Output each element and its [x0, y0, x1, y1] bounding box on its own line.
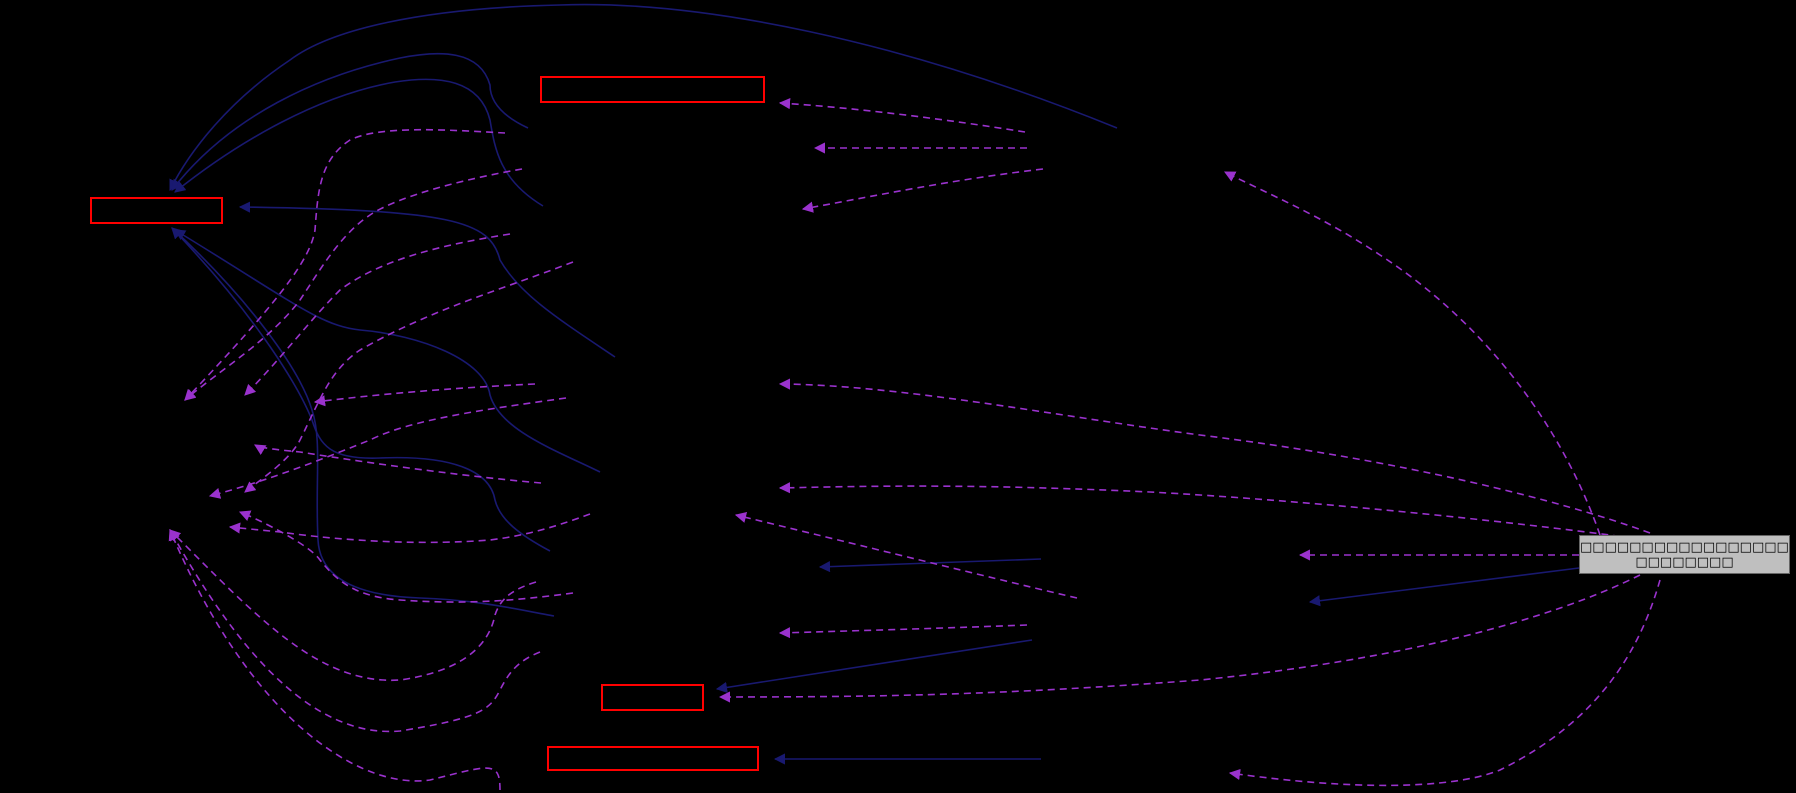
- dashed-edge: [208, 397, 567, 499]
- dashed-edge: [778, 624, 1028, 639]
- dashed-edge: [718, 574, 1641, 703]
- solid-edge: [171, 227, 551, 552]
- dashed-edge: [244, 261, 574, 493]
- dashed-edge: [238, 510, 574, 603]
- red-node-2[interactable]: [540, 76, 765, 103]
- solid-edge: [1308, 567, 1580, 607]
- dashed-edge: [228, 513, 591, 544]
- red-node-3[interactable]: [601, 684, 704, 711]
- root-node-label-line2: □□□□□□□□: [1635, 555, 1734, 570]
- dashed-edge: [184, 168, 523, 401]
- dashed-edges-group: [168, 98, 1661, 791]
- dashed-edge: [778, 482, 1633, 539]
- dashed-edge: [778, 98, 1026, 133]
- solid-edge: [174, 78, 544, 207]
- dashed-edge: [1228, 579, 1661, 787]
- red-node-4[interactable]: [547, 746, 759, 771]
- solid-edges-group: [169, 3, 1580, 765]
- solid-edge: [174, 229, 601, 473]
- solid-edge: [171, 52, 529, 191]
- solid-edge: [171, 227, 555, 617]
- solid-edge: [169, 3, 1118, 192]
- solid-edge: [238, 201, 616, 358]
- dashed-edge: [169, 529, 537, 681]
- solid-edge: [715, 639, 1033, 693]
- dashed-edge: [734, 511, 1078, 599]
- dashed-edge: [184, 128, 506, 401]
- dashed-edge: [778, 378, 1651, 534]
- dashed-edge: [169, 529, 541, 733]
- root-node-label-line1: □□□□□□□□□□□□□□□□□□□□: [1580, 540, 1796, 555]
- dashed-edge: [254, 444, 542, 484]
- dashed-edge: [168, 528, 501, 791]
- dashed-edge: [244, 233, 511, 396]
- red-node-1[interactable]: [90, 197, 223, 224]
- dashed-edge: [313, 383, 536, 407]
- dashed-edge: [801, 168, 1044, 213]
- dashed-edge: [1224, 171, 1601, 536]
- root-node[interactable]: □□□□□□□□□□□□□□□□□□□□ □□□□□□□□: [1579, 535, 1796, 574]
